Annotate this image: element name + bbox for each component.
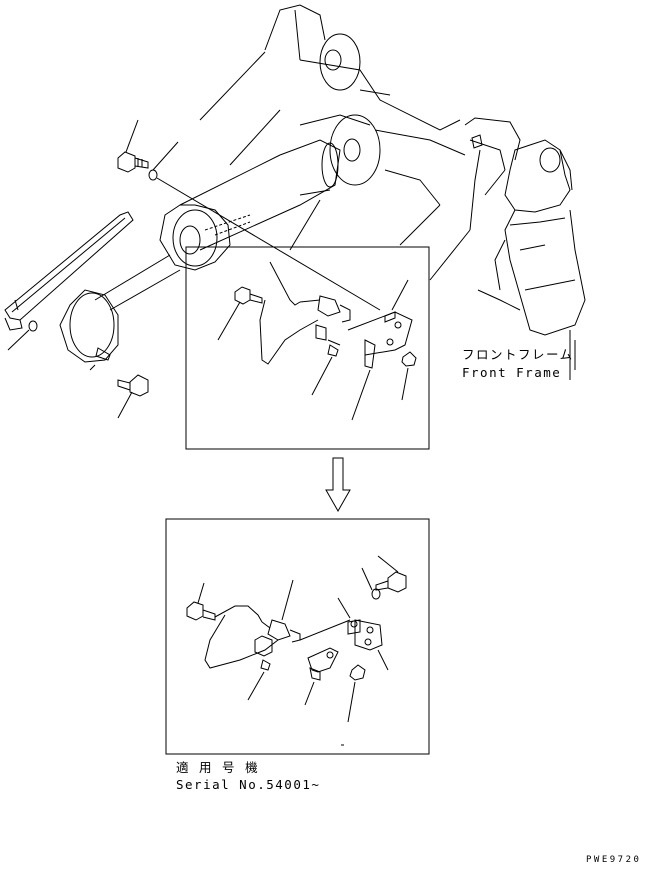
lower-washer (7, 320, 38, 351)
detail-box-upper (185, 246, 430, 450)
boom-cylinder (59, 139, 341, 371)
drawing-code: PWE9720 (586, 855, 642, 865)
cylinder-guard (4, 211, 134, 331)
front-frame (199, 4, 586, 380)
front-frame-label-jp: フロントフレーム (462, 347, 574, 362)
serial-label-jp: 適 用 号 機 (176, 760, 260, 775)
detail-box-lower (165, 518, 430, 755)
top-washer (148, 141, 381, 311)
front-frame-label-en: Front Frame (462, 365, 562, 380)
top-bolt (117, 119, 149, 173)
down-arrow (325, 457, 351, 513)
serial-label-en: Serial No.54001~ (176, 777, 321, 792)
lower-bolt (117, 374, 149, 419)
